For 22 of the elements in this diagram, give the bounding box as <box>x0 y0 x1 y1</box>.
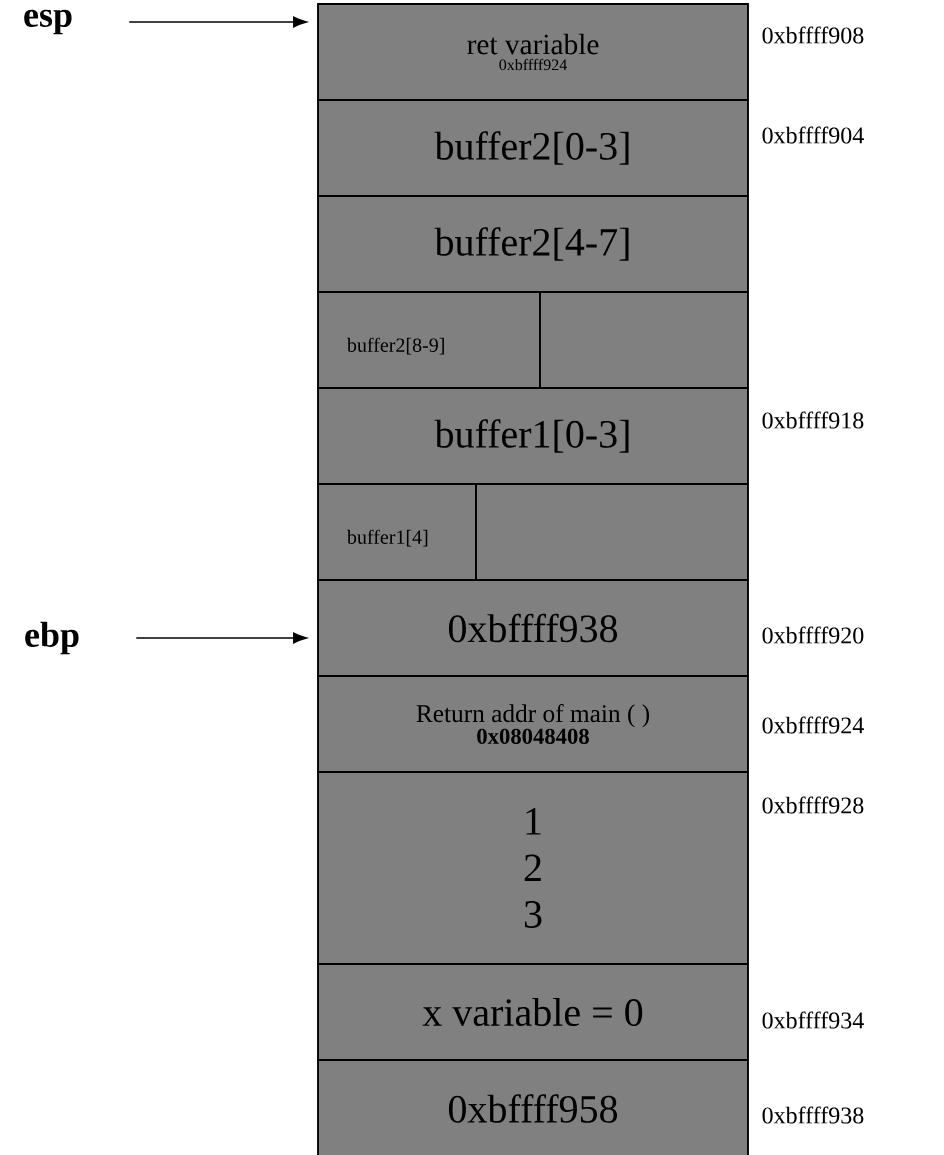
arrow <box>128 16 307 28</box>
stack-cell: ret variable 0xbffff924 <box>317 3 749 101</box>
address-label: 0xbffff924 <box>762 716 864 734</box>
address-label: 0xbffff918 <box>762 411 864 429</box>
address-label: 0xbffff904 <box>762 126 864 144</box>
stack-cell: buffer2[8-9] <box>317 291 541 389</box>
stack-cell <box>475 483 749 581</box>
address-label: 0xbffff908 <box>762 26 864 44</box>
address-label: 0xbffff934 <box>762 1011 864 1029</box>
register-label: ebp <box>25 621 79 655</box>
stack-cell: 1 2 3 <box>317 771 749 965</box>
stack-cell: x variable = 0 <box>317 963 749 1061</box>
address-label: 0xbffff928 <box>762 796 864 814</box>
stack-cell: buffer1[4] <box>317 483 477 581</box>
stack-cell: Return addr of main ( ) 0x08048408 <box>317 675 749 773</box>
address-label: 0xbffff938 <box>762 1106 864 1124</box>
arrow <box>135 632 307 644</box>
stack-cell <box>539 291 749 389</box>
stack-cell: buffer2[0-3] <box>317 99 749 197</box>
register-label: esp <box>24 9 72 35</box>
address-label: 0xbffff920 <box>762 626 864 644</box>
stack-cell: 0xbffff958 <box>317 1059 749 1155</box>
